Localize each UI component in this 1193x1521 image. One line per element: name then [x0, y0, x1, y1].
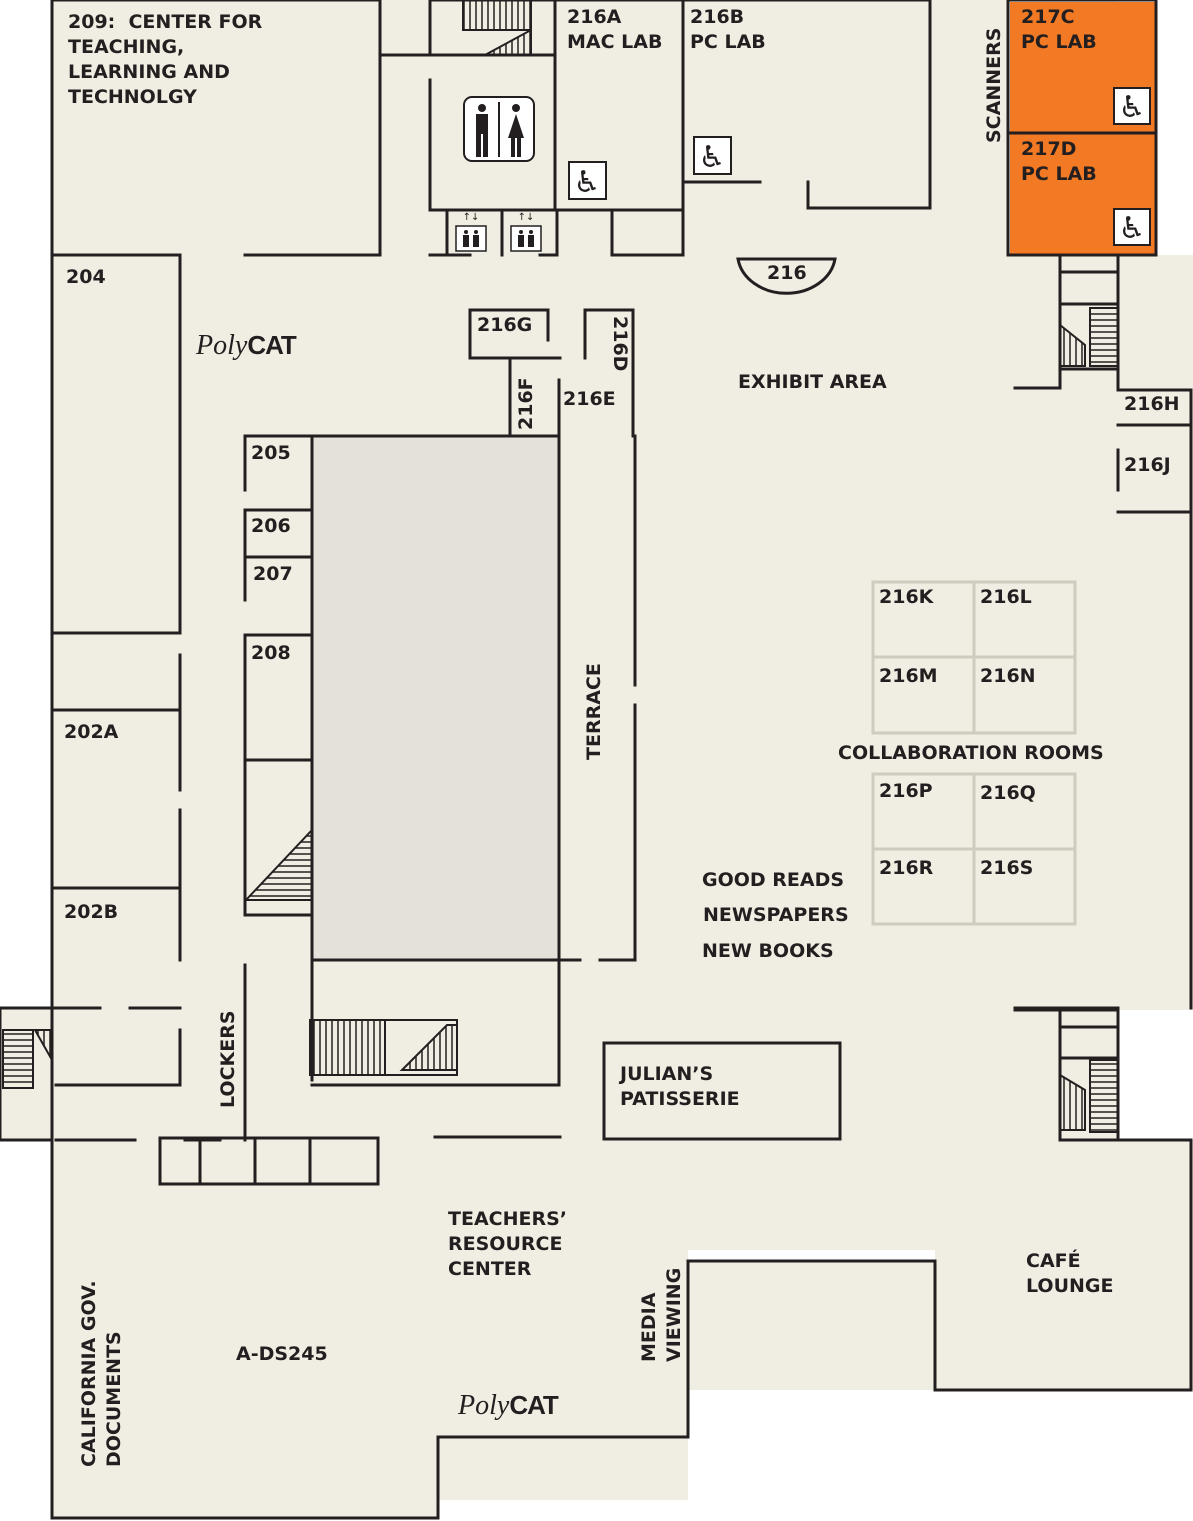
room-206-label: 206 [251, 515, 291, 537]
wheelchair-icon: ♿ [693, 136, 732, 175]
svg-text:♿: ♿ [699, 140, 726, 175]
newspapers-label: NEWSPAPERS [703, 904, 849, 926]
svg-text:♿: ♿ [1119, 90, 1146, 125]
room-216g-label: 216G [477, 314, 533, 336]
polycat-logo: PolyCAT [458, 1390, 559, 1422]
collaboration-grid [871, 580, 1077, 926]
room-216s-label: 216S [980, 857, 1034, 879]
elevator-icon: ↑↓ [455, 212, 487, 252]
svg-text:↑↓: ↑↓ [518, 212, 535, 223]
room-217c-label: 217C PC LAB [1021, 6, 1097, 53]
collaboration-rooms-label: COLLABORATION ROOMS [838, 742, 1104, 764]
svg-text:↑↓: ↑↓ [463, 212, 480, 223]
media-viewing-label: MEDIA VIEWING [638, 1267, 685, 1362]
wheelchair-icon: ♿ [1113, 208, 1151, 246]
new-books-label: NEW BOOKS [702, 940, 834, 962]
room-216-label: 216 [767, 262, 807, 284]
lockers-label: LOCKERS [217, 1010, 239, 1108]
a-ds245-label: A-DS245 [236, 1343, 328, 1365]
cafe-lounge-label: CAFÉ LOUNGE [1026, 1250, 1114, 1297]
elevator-icon: ↑↓ [510, 212, 542, 252]
polycat-logo: PolyCAT [196, 330, 297, 362]
wheelchair-icon: ♿ [568, 161, 607, 200]
service-desk [736, 257, 837, 295]
room-216l-label: 216L [980, 586, 1032, 608]
room-209-label: 209: CENTER FOR TEACHING, LEARNING AND T… [68, 11, 263, 108]
wheelchair-icon: ♿ [1113, 87, 1151, 125]
room-217d-label: 217D PC LAB [1021, 138, 1097, 185]
polycat-logo-poly: Poly [458, 1390, 510, 1421]
room-216b-label: 216B PC LAB [690, 6, 766, 53]
restroom-icon [463, 96, 535, 162]
svg-text:♿: ♿ [1119, 211, 1146, 246]
terrace-label: TERRACE [583, 663, 605, 760]
room-202b-label: 202B [64, 901, 119, 923]
room-216k-label: 216K [879, 586, 934, 608]
room-216r-label: 216R [879, 857, 934, 879]
room-216q-label: 216Q [980, 782, 1036, 804]
room-205-label: 205 [251, 442, 291, 464]
svg-text:♿: ♿ [574, 165, 601, 200]
room-204-label: 204 [66, 266, 106, 288]
teachers-resource-center-label: TEACHERS’ RESOURCE CENTER [448, 1208, 568, 1280]
room-216e-label: 216E [563, 388, 616, 410]
room-216m-label: 216M [879, 665, 938, 687]
good-reads-label: GOOD READS [702, 869, 845, 891]
room-216p-label: 216P [879, 780, 933, 802]
room-202a-label: 202A [64, 721, 119, 743]
stairs-icon [2, 0, 1119, 1133]
room-216j-label: 216J [1124, 454, 1171, 476]
polycat-logo-cat: CAT [247, 330, 297, 360]
room-216h-label: 216H [1124, 393, 1180, 415]
room-208-label: 208 [251, 642, 291, 664]
room-216n-label: 216N [980, 665, 1036, 687]
exhibit-area-label: EXHIBIT AREA [738, 371, 887, 393]
room-216f-label: 216F [515, 377, 537, 430]
room-216a-label: 216A MAC LAB [567, 6, 663, 53]
room-216d-label: 216D [609, 316, 631, 372]
polycat-logo-poly: Poly [196, 330, 248, 361]
room-207-label: 207 [253, 563, 293, 585]
scanners-label: SCANNERS [983, 27, 1005, 143]
julians-patisserie-label: JULIAN’S PATISSERIE [620, 1063, 740, 1110]
california-gov-documents-label: CALIFORNIA GOV. DOCUMENTS [78, 1280, 125, 1467]
polycat-logo-cat: CAT [509, 1390, 559, 1420]
courtyard [312, 436, 559, 960]
